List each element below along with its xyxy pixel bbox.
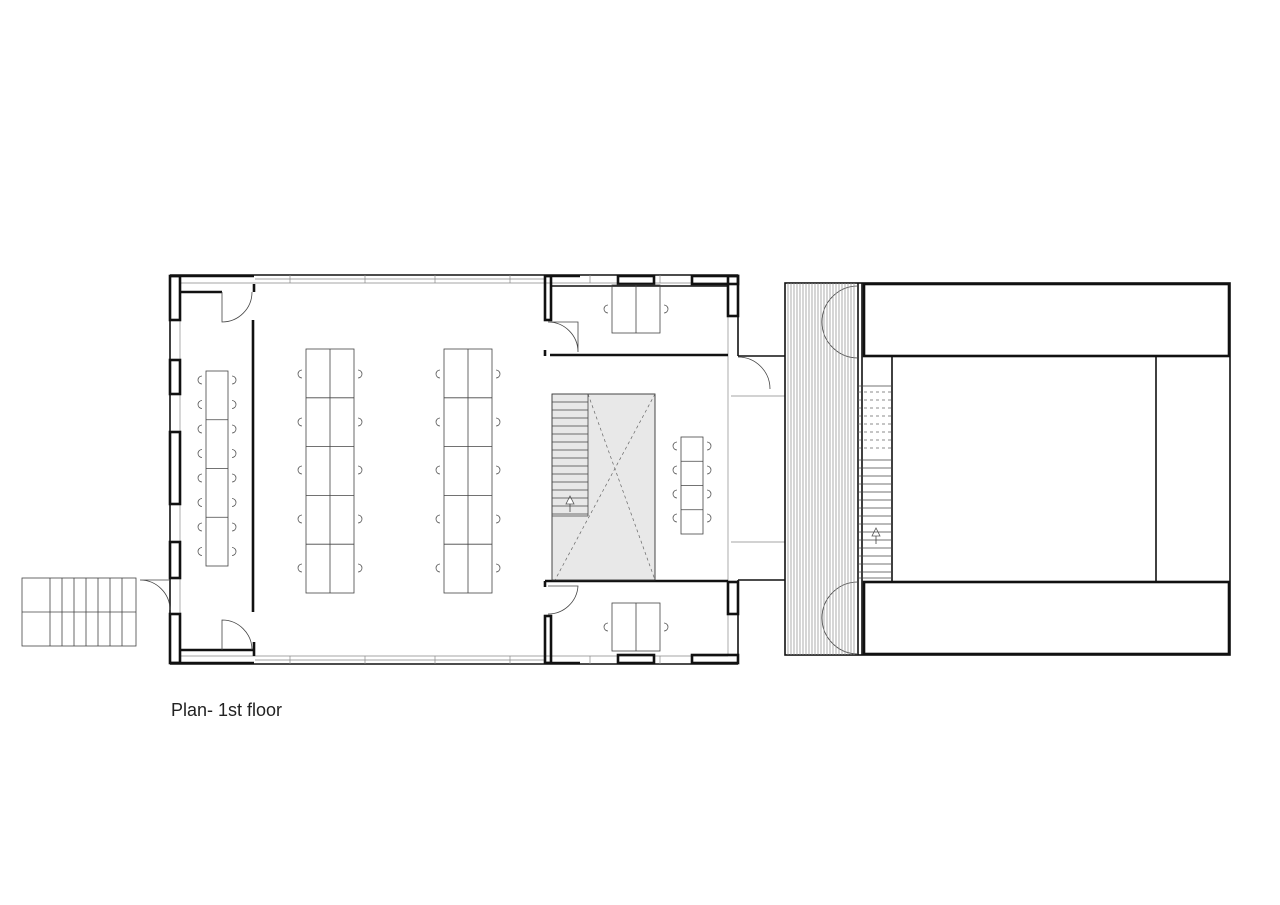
chair-symbol — [672, 441, 678, 451]
chair-symbol — [435, 514, 441, 524]
chair-symbol — [435, 465, 441, 475]
chair-symbol — [231, 375, 237, 385]
chair-symbol — [357, 563, 363, 573]
chair-symbol — [357, 417, 363, 427]
connecting-bridge — [731, 355, 785, 581]
chair-symbol — [603, 304, 609, 314]
chair-symbol — [197, 400, 203, 409]
chair-symbol — [231, 522, 237, 532]
annex-building — [784, 282, 1231, 656]
chair-symbol — [231, 424, 237, 434]
chair-symbol — [495, 563, 501, 573]
chair-symbol — [231, 547, 237, 556]
chair-symbol — [435, 369, 441, 379]
chair-symbol — [297, 417, 303, 427]
main-building-walls — [168, 274, 739, 665]
chair-symbol — [663, 304, 669, 314]
chair-symbol — [197, 375, 203, 385]
chair-symbol — [357, 514, 363, 524]
chair-symbol — [297, 514, 303, 524]
chair-symbol — [197, 449, 203, 458]
chair-symbol — [357, 465, 363, 475]
chair-symbol — [197, 498, 203, 507]
chair-symbol — [231, 473, 237, 483]
chair-symbol — [297, 369, 303, 379]
external-stair — [21, 577, 137, 647]
stairwell-void — [551, 393, 656, 581]
desk-group-1 — [305, 348, 355, 594]
chair-symbol — [231, 498, 237, 507]
bottom-right-room — [543, 579, 740, 665]
chair-symbol — [231, 400, 237, 409]
chair-symbol — [435, 417, 441, 427]
chair-symbol — [435, 563, 441, 573]
top-right-room — [543, 274, 740, 357]
desk-group-2 — [443, 348, 493, 594]
chair-symbol — [706, 489, 712, 499]
chair-symbol — [231, 449, 237, 458]
chair-symbol — [357, 369, 363, 379]
chair-symbol — [197, 424, 203, 434]
chair-symbol — [672, 465, 678, 475]
chair-symbol — [197, 473, 203, 483]
chair-symbol — [197, 522, 203, 532]
chair-symbol — [672, 513, 678, 523]
plan-caption: Plan- 1st floor — [171, 700, 283, 720]
chair-symbol — [706, 513, 712, 523]
chair-symbol — [706, 465, 712, 475]
chair-symbol — [495, 369, 501, 379]
chair-symbol — [495, 465, 501, 475]
chair-symbol — [495, 514, 501, 524]
chair-symbol — [672, 489, 678, 499]
chair-symbol — [495, 417, 501, 427]
chair-symbol — [197, 547, 203, 556]
chair-symbol — [706, 441, 712, 451]
chair-symbol — [603, 622, 609, 632]
chair-symbol — [663, 622, 669, 632]
chair-symbol — [297, 563, 303, 573]
left-room-doors — [139, 291, 253, 651]
chair-symbol — [297, 465, 303, 475]
